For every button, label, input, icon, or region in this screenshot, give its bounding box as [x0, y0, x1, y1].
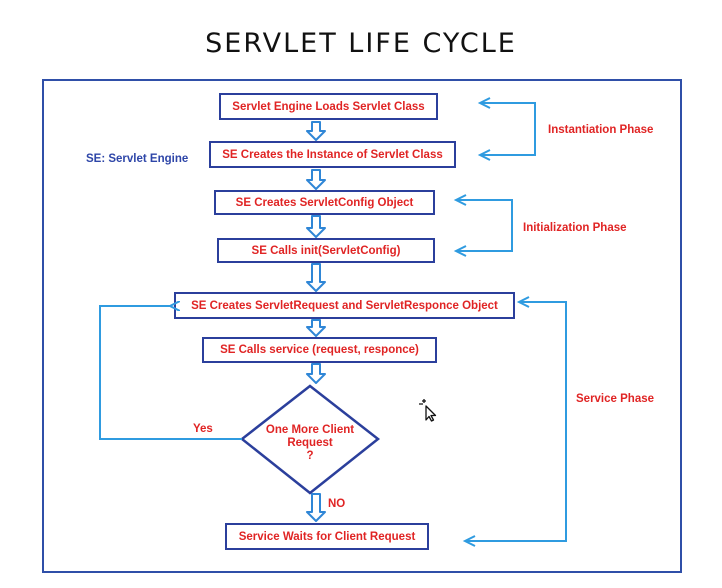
instantiation-phase-bracket [480, 102, 536, 156]
step-load-servlet-class: Servlet Engine Loads Servlet Class [219, 93, 438, 120]
legend-servlet-engine: SE: Servlet Engine [86, 153, 189, 165]
move-cursor-icon [419, 399, 437, 422]
service-phase-label: Service Phase [576, 393, 655, 405]
down-arrow-3 [306, 215, 326, 238]
down-arrow-7 [306, 493, 326, 522]
down-arrow-4 [306, 263, 326, 292]
instantiation-phase-label: Instantiation Phase [548, 124, 654, 136]
yes-label: Yes [193, 423, 213, 435]
down-arrow-1 [306, 121, 326, 141]
page-title: SERVLET LIFE CYCLE [205, 28, 517, 59]
decision-line-1: One More Client [265, 424, 355, 436]
yes-loop-connector [99, 306, 242, 440]
decision-text: One More Client Request ? [242, 424, 378, 463]
step-create-instance: SE Creates the Instance of Servlet Class [209, 141, 456, 168]
down-arrow-2 [306, 169, 326, 190]
step-call-init: SE Calls init(ServletConfig) [217, 238, 435, 263]
decision-line-2: Request [287, 437, 333, 449]
decision-line-3: ? [306, 450, 314, 462]
initialization-phase-label: Initialization Phase [523, 222, 627, 234]
step-create-servletconfig: SE Creates ServletConfig Object [214, 190, 435, 215]
no-label: NO [328, 498, 346, 510]
step-call-service: SE Calls service (request, responce) [202, 337, 437, 363]
decision-diamond [239, 384, 381, 495]
down-arrow-6 [306, 363, 326, 384]
down-arrow-5 [306, 319, 326, 337]
step-wait-client-request: Service Waits for Client Request [225, 523, 429, 550]
step-create-request-response: SE Creates ServletRequest and ServletRes… [174, 292, 515, 319]
down-arrows [306, 121, 326, 522]
initialization-phase-bracket [456, 199, 513, 252]
diagram-frame [42, 79, 682, 573]
service-phase-bracket [465, 301, 567, 542]
